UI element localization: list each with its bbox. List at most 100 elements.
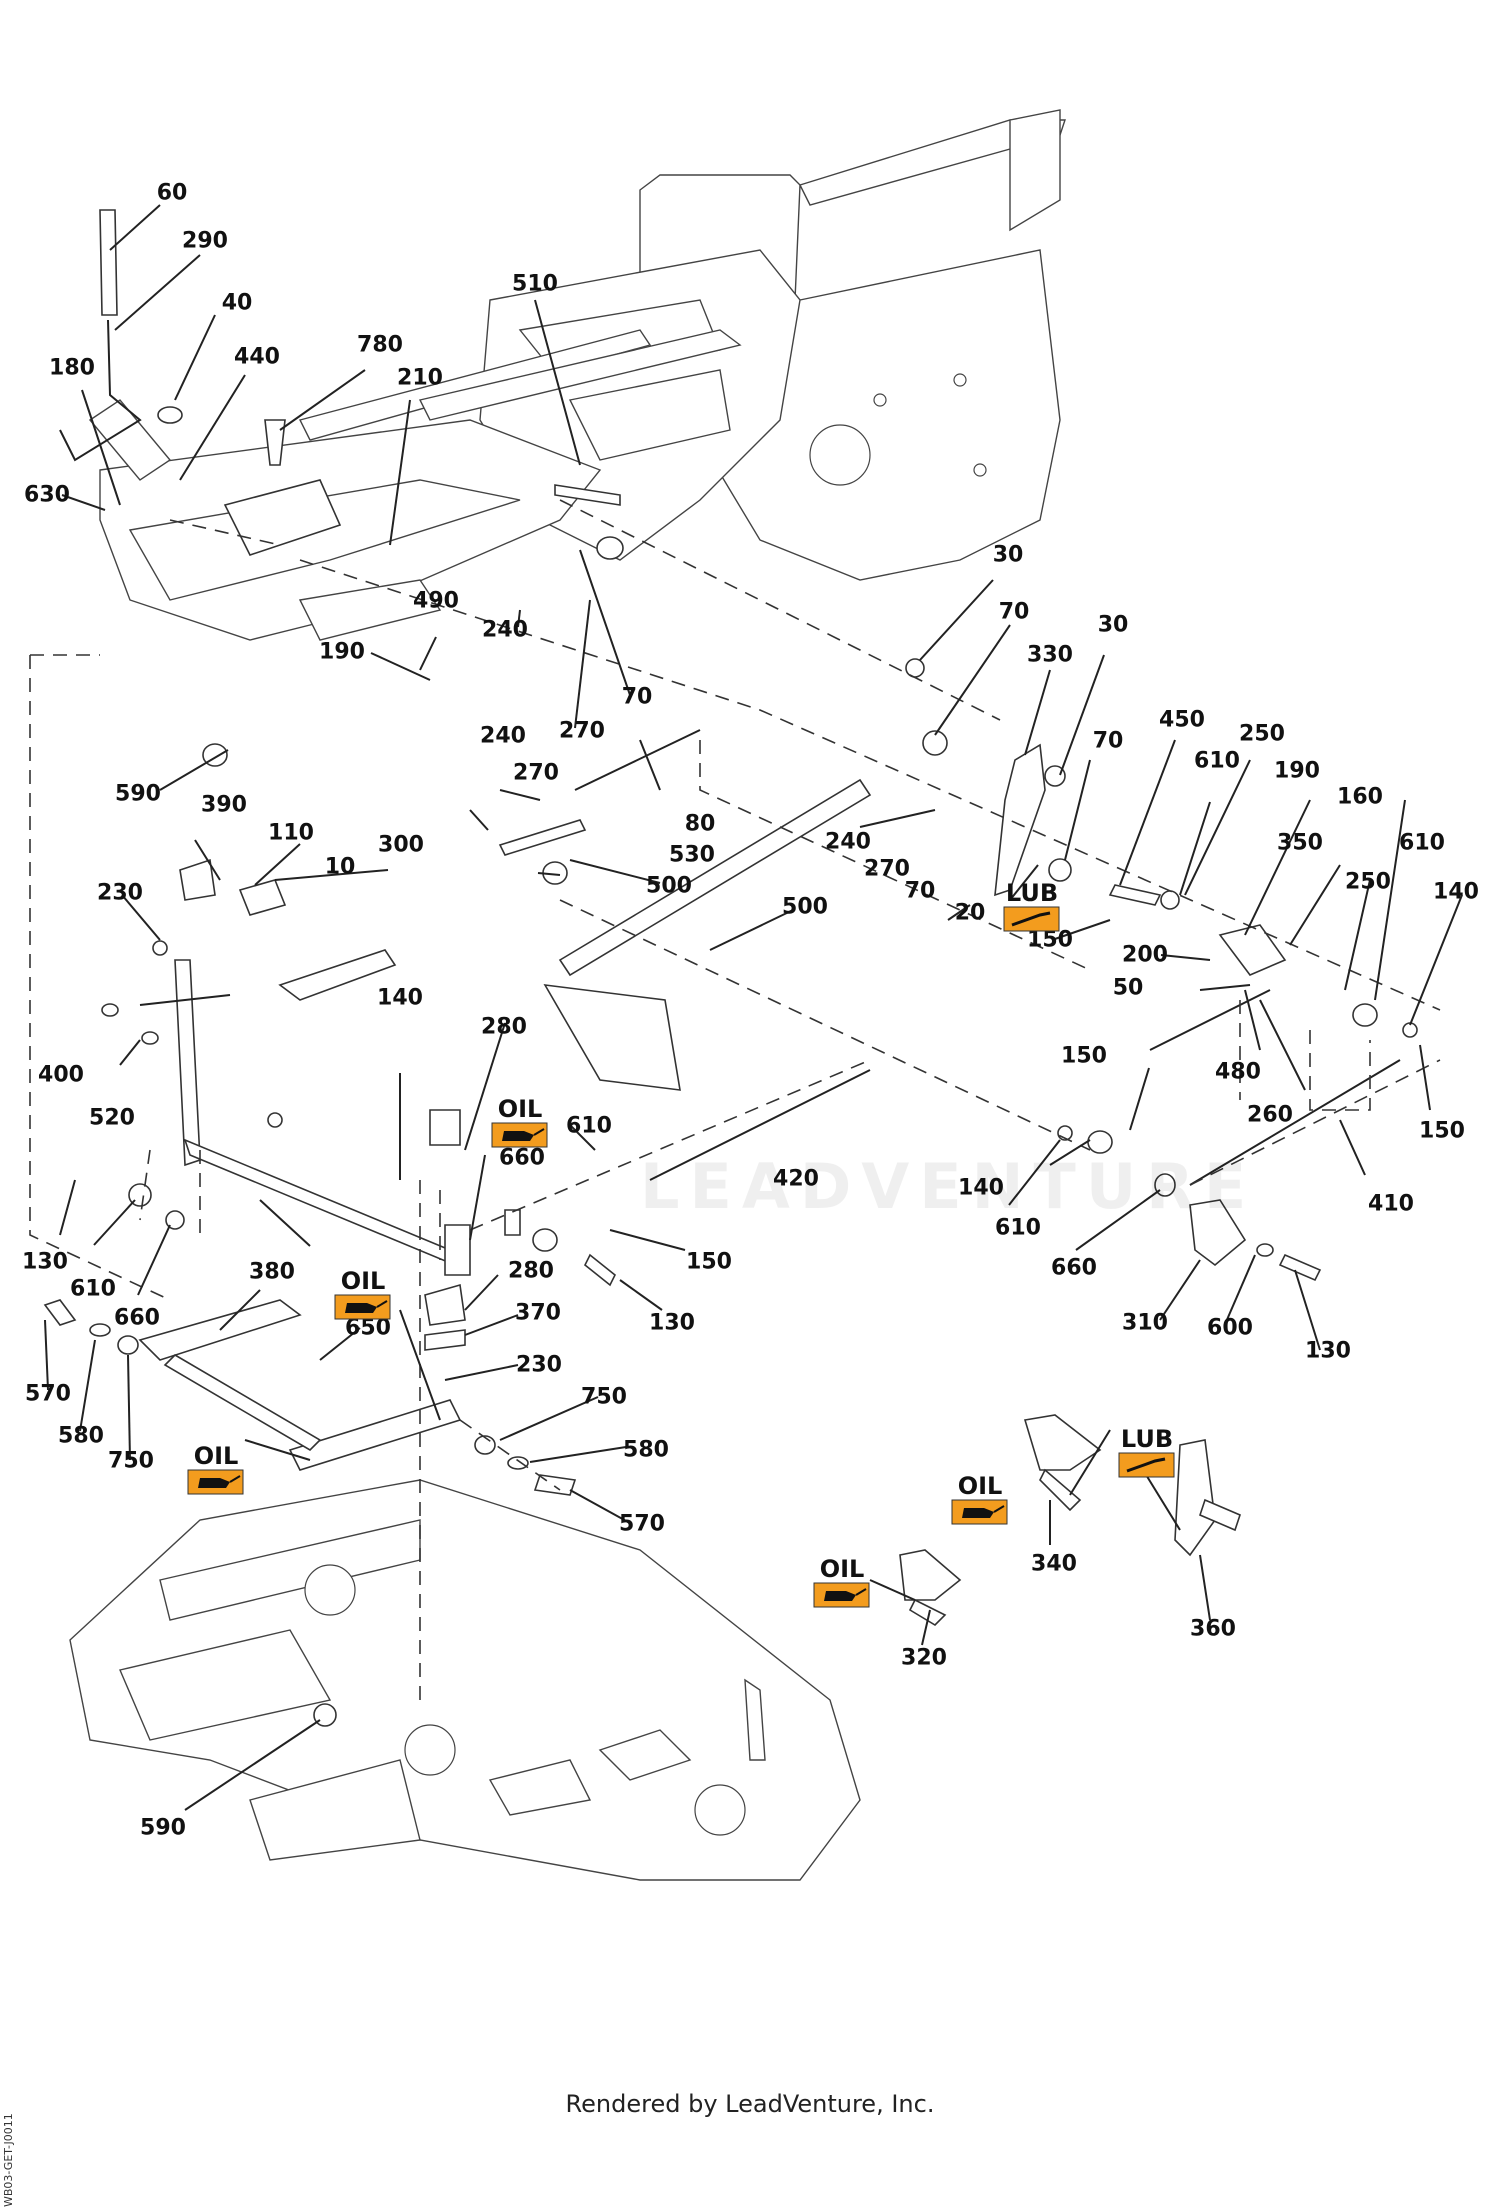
part-label: 480 <box>1215 1060 1261 1085</box>
part-label: 70 <box>622 685 653 710</box>
spring-80-shape <box>574 729 701 791</box>
bracket-310-shape <box>1189 1199 1247 1267</box>
parts-diagram: 60 290 40 440 780 180 210 510 630 30 70 … <box>22 109 1479 1881</box>
part-label: 10 <box>325 855 356 880</box>
pin-340-shape <box>1039 1468 1082 1512</box>
pin-360-shape <box>1199 1498 1241 1532</box>
part-label: 30 <box>1098 613 1129 638</box>
part-label: 130 <box>22 1250 68 1275</box>
bushing-70-shape <box>922 730 948 756</box>
part-label: 240 <box>825 830 871 855</box>
part-label: 650 <box>345 1316 391 1341</box>
part-label: 130 <box>649 1311 695 1336</box>
part-label: 270 <box>559 719 605 744</box>
part-label: 240 <box>482 618 528 643</box>
part-label: 150 <box>1419 1119 1465 1144</box>
part-label: 280 <box>508 1259 554 1284</box>
oil-badge: OIL <box>334 1267 391 1320</box>
part-label: 80 <box>685 812 716 837</box>
part-label: 450 <box>1159 708 1205 733</box>
pad-10-shape <box>238 879 287 916</box>
oil-badge: OIL <box>951 1472 1008 1525</box>
bracket-390-shape <box>179 858 216 901</box>
oil-badge: OIL <box>491 1095 548 1148</box>
assembly-lines <box>29 499 1441 1700</box>
part-label: 110 <box>268 821 314 846</box>
part-label: 290 <box>182 229 228 254</box>
part-label: 580 <box>58 1424 104 1449</box>
part-label: 270 <box>513 761 559 786</box>
part-label: 150 <box>1061 1044 1107 1069</box>
part-label: 630 <box>24 483 70 508</box>
bushing-750a-shape <box>117 1335 139 1355</box>
part-label: 440 <box>234 345 280 370</box>
part-label: 590 <box>140 1816 186 1841</box>
part-label: 610 <box>995 1216 1041 1241</box>
part-label: 30 <box>993 543 1024 568</box>
oil-badge: OIL <box>813 1555 870 1608</box>
handle-grip-shape <box>99 209 118 316</box>
part-label: 320 <box>901 1646 947 1671</box>
nut-30-shape <box>905 658 925 678</box>
bolt-780-shape <box>264 419 286 466</box>
part-label: 660 <box>499 1146 545 1171</box>
arm-320-shape <box>899 1549 962 1601</box>
part-label: 500 <box>782 895 828 920</box>
arm-650b-shape <box>288 1399 462 1471</box>
bolt-130a-shape <box>583 1253 617 1287</box>
part-label: 140 <box>958 1176 1004 1201</box>
part-label: 180 <box>49 356 95 381</box>
svg-text:OIL: OIL <box>958 1472 1003 1500</box>
arm-330-shape <box>994 743 1046 897</box>
part-label: 750 <box>108 1449 154 1474</box>
tractor-frame-drawing <box>88 109 1066 641</box>
part-label: 70 <box>999 600 1030 625</box>
part-label: 250 <box>1345 870 1391 895</box>
part-label: 530 <box>669 843 715 868</box>
cross-shaft-380-shape <box>183 1138 457 1267</box>
leader-lines <box>44 204 1463 1811</box>
part-label: 660 <box>1051 1256 1097 1281</box>
part-label: 330 <box>1027 643 1073 668</box>
bracket-350-shape <box>1218 924 1287 976</box>
washer-580b-shape <box>507 1456 529 1470</box>
plate-370-shape <box>424 1329 466 1351</box>
svg-text:LUB: LUB <box>1006 879 1058 907</box>
part-label: 610 <box>566 1114 612 1139</box>
link-650-shape <box>163 1353 322 1452</box>
lift-bracket-shape <box>543 984 681 1091</box>
part-label: 210 <box>397 366 443 391</box>
watermark: LEADVENTURE <box>640 1150 1257 1223</box>
part-label: 40 <box>222 291 253 316</box>
part-label: 360 <box>1190 1617 1236 1642</box>
bushing-660a-shape <box>504 1209 521 1236</box>
bushing-shape <box>596 536 624 560</box>
svg-text:OIL: OIL <box>498 1095 543 1123</box>
part-label: 340 <box>1031 1552 1077 1577</box>
washer-520-shape <box>141 1031 159 1045</box>
part-label: 400 <box>38 1063 84 1088</box>
clamp-280b-shape <box>424 1283 466 1326</box>
part-label: 140 <box>1433 880 1479 905</box>
part-label: 20 <box>955 901 986 926</box>
part-label: 520 <box>89 1106 135 1131</box>
grease-gun-icon <box>1118 1452 1175 1478</box>
pin-320-shape <box>908 1598 947 1627</box>
nut-660c-shape <box>165 1210 185 1230</box>
oil-badge: OIL <box>187 1442 244 1495</box>
shaft-arm-shape <box>444 1224 471 1276</box>
part-label: 150 <box>1027 928 1073 953</box>
svg-text:OIL: OIL <box>820 1555 865 1583</box>
svg-text:OIL: OIL <box>194 1442 239 1470</box>
lift-handle-shape <box>59 319 142 462</box>
part-label: 660 <box>114 1306 160 1331</box>
svg-text:OIL: OIL <box>341 1267 386 1295</box>
bolt-570a-shape <box>43 1299 77 1326</box>
part-label: 280 <box>481 1015 527 1040</box>
part-label: 190 <box>1274 759 1320 784</box>
part-label: 70 <box>1093 729 1124 754</box>
part-label: 600 <box>1207 1316 1253 1341</box>
part-label: 70 <box>905 879 936 904</box>
part-label: 230 <box>97 881 143 906</box>
part-label: 510 <box>512 272 558 297</box>
